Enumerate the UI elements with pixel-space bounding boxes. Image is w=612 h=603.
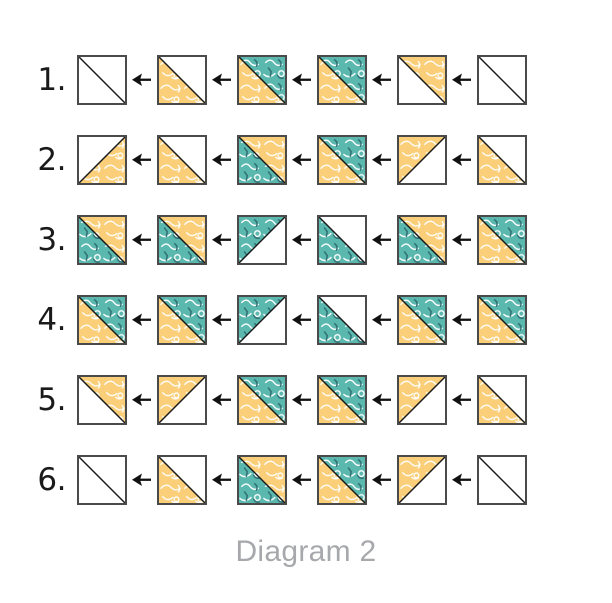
left-arrow-icon xyxy=(287,295,317,345)
row-number-label: 2. xyxy=(37,141,66,178)
hst-block xyxy=(477,295,527,345)
hst-block xyxy=(237,215,287,265)
row-number-label: 6. xyxy=(37,461,66,498)
hst-block xyxy=(397,55,447,105)
hst-block xyxy=(317,55,367,105)
hst-block xyxy=(157,135,207,185)
left-arrow-icon xyxy=(287,55,317,105)
diagram-caption: Diagram 2 xyxy=(235,535,377,568)
row-number-label: 5. xyxy=(37,381,66,418)
hst-block xyxy=(237,135,287,185)
block-sequence xyxy=(77,375,527,425)
hst-block xyxy=(237,455,287,505)
hst-block xyxy=(397,295,447,345)
left-arrow-icon xyxy=(447,455,477,505)
hst-block xyxy=(157,55,207,105)
block-sequence xyxy=(77,215,527,265)
quilt-row: 5. xyxy=(0,360,612,440)
hst-block xyxy=(157,295,207,345)
block-sequence xyxy=(77,295,527,345)
left-arrow-icon xyxy=(367,215,397,265)
hst-block xyxy=(317,135,367,185)
left-arrow-icon xyxy=(287,215,317,265)
left-arrow-icon xyxy=(447,375,477,425)
left-arrow-icon xyxy=(367,135,397,185)
hst-block xyxy=(77,135,127,185)
left-arrow-icon xyxy=(207,135,237,185)
hst-block xyxy=(397,135,447,185)
hst-block xyxy=(77,455,127,505)
left-arrow-icon xyxy=(207,215,237,265)
hst-block xyxy=(157,215,207,265)
left-arrow-icon xyxy=(207,295,237,345)
block-sequence xyxy=(77,455,527,505)
left-arrow-icon xyxy=(447,55,477,105)
hst-block xyxy=(77,215,127,265)
left-arrow-icon xyxy=(367,295,397,345)
hst-block xyxy=(77,375,127,425)
quilt-row: 4. xyxy=(0,280,612,360)
left-arrow-icon xyxy=(127,215,157,265)
quilt-row: 1. xyxy=(0,40,612,120)
block-sequence xyxy=(77,55,527,105)
left-arrow-icon xyxy=(367,455,397,505)
quilt-row: 3. xyxy=(0,200,612,280)
hst-block xyxy=(477,215,527,265)
quilt-row: 6. xyxy=(0,440,612,520)
hst-block xyxy=(237,55,287,105)
quilt-rows: 1. 2. 3. 4. 5. 6. xyxy=(0,40,612,520)
hst-block xyxy=(477,55,527,105)
hst-block xyxy=(397,375,447,425)
left-arrow-icon xyxy=(127,295,157,345)
left-arrow-icon xyxy=(127,455,157,505)
left-arrow-icon xyxy=(447,135,477,185)
quilt-row: 2. xyxy=(0,120,612,200)
hst-block xyxy=(317,375,367,425)
left-arrow-icon xyxy=(127,375,157,425)
hst-block xyxy=(237,295,287,345)
hst-block xyxy=(397,455,447,505)
left-arrow-icon xyxy=(207,55,237,105)
hst-block xyxy=(237,375,287,425)
left-arrow-icon xyxy=(447,295,477,345)
left-arrow-icon xyxy=(287,135,317,185)
row-number-label: 1. xyxy=(37,61,66,98)
hst-block xyxy=(317,455,367,505)
left-arrow-icon xyxy=(207,455,237,505)
hst-block xyxy=(317,215,367,265)
left-arrow-icon xyxy=(287,455,317,505)
row-number-label: 4. xyxy=(37,301,66,338)
hst-block xyxy=(397,215,447,265)
left-arrow-icon xyxy=(287,375,317,425)
hst-block xyxy=(77,55,127,105)
left-arrow-icon xyxy=(367,375,397,425)
hst-block xyxy=(477,455,527,505)
hst-block xyxy=(477,135,527,185)
left-arrow-icon xyxy=(127,135,157,185)
hst-block xyxy=(157,455,207,505)
left-arrow-icon xyxy=(447,215,477,265)
hst-block xyxy=(157,375,207,425)
hst-block xyxy=(77,295,127,345)
left-arrow-icon xyxy=(207,375,237,425)
hst-block xyxy=(317,295,367,345)
hst-block xyxy=(477,375,527,425)
block-sequence xyxy=(77,135,527,185)
left-arrow-icon xyxy=(367,55,397,105)
left-arrow-icon xyxy=(127,55,157,105)
row-number-label: 3. xyxy=(37,221,66,258)
